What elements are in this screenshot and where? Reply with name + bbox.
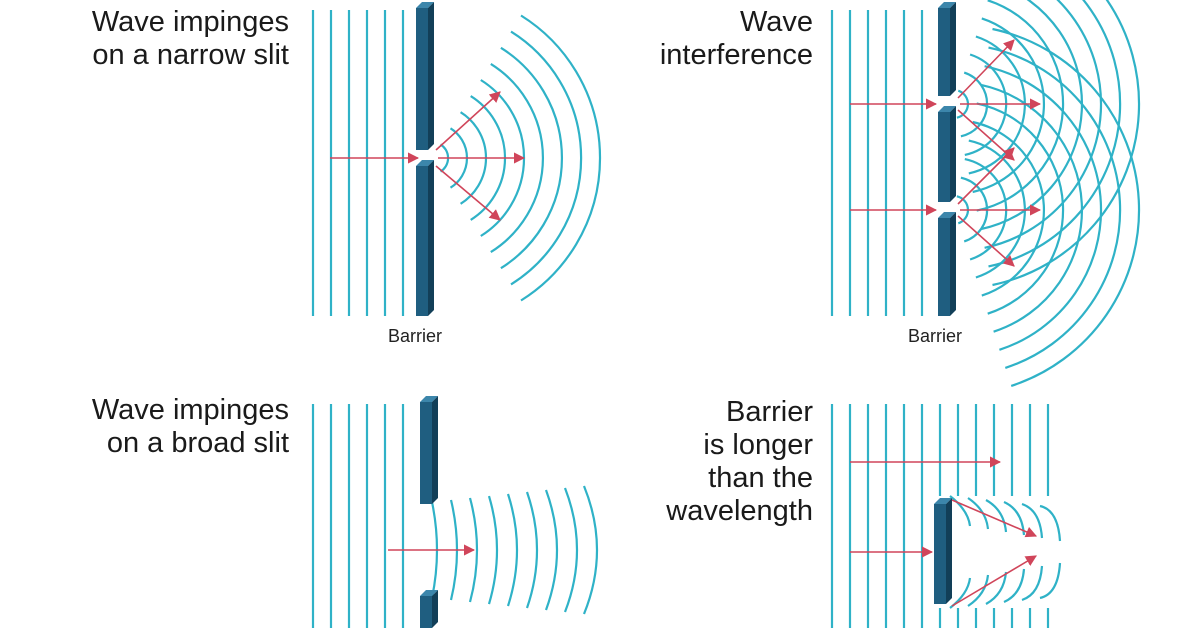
barrier-bottom-side xyxy=(950,212,956,316)
barrier-lower-side xyxy=(428,160,434,316)
barrier-middle-side xyxy=(950,106,956,202)
wavefront-arc xyxy=(985,571,1008,605)
wavefront-arc xyxy=(563,487,579,613)
barrier-lower xyxy=(420,596,432,628)
barrier-lower xyxy=(416,166,428,316)
title-line: Wave xyxy=(739,6,813,38)
wavefront-arc xyxy=(525,491,539,609)
barrier-middle xyxy=(938,112,950,202)
wavefront-arc xyxy=(1039,504,1062,542)
barrier-long-side xyxy=(946,498,952,604)
wavefront-arc xyxy=(964,53,1008,156)
wavefront-arc xyxy=(980,83,1084,333)
diffracted-arrow xyxy=(435,165,501,221)
wavefront-arc xyxy=(992,0,1141,287)
wavefront-arc xyxy=(976,102,1065,315)
title-line: on a broad slit xyxy=(106,427,289,459)
wavefront-arc xyxy=(582,485,599,615)
wavefront-arc xyxy=(949,495,972,527)
barrier-upper xyxy=(416,8,428,150)
title-line: Barrier xyxy=(725,396,813,428)
diffracted-arrow xyxy=(957,39,1015,99)
wave-fronts xyxy=(311,0,1141,628)
wavefront-arc xyxy=(1021,565,1044,602)
wavefront-arc xyxy=(967,574,990,607)
diffracted-arrow xyxy=(951,499,1038,538)
wavefront-arc xyxy=(976,0,1065,212)
wavefront-arc xyxy=(487,495,499,605)
wavefront-arc xyxy=(988,46,1122,369)
wavefront-arc xyxy=(1021,502,1044,539)
barrier-label-narrow-slit: Barrier xyxy=(388,326,443,346)
wavefront-arc xyxy=(988,0,1122,268)
diffracted-arrow xyxy=(951,555,1037,607)
wavefront-arc xyxy=(985,499,1008,533)
wavefront-arc xyxy=(984,0,1103,249)
barrier-upper xyxy=(420,402,432,504)
title-line: is longer xyxy=(703,429,813,461)
panel-title-long-barrier: Barrier is longer than the wavelength xyxy=(666,396,813,528)
barrier-lower-side xyxy=(432,590,438,628)
barrier-top-side xyxy=(950,2,956,96)
diffracted-arrow xyxy=(957,215,1015,267)
title-line: on a narrow slit xyxy=(92,39,289,71)
wavefront-arc xyxy=(964,158,1008,261)
wavefront-arc xyxy=(949,577,972,609)
wavefront-arc xyxy=(468,497,479,603)
wavefront-arc xyxy=(1003,568,1026,604)
barrier-upper-side xyxy=(428,2,434,150)
wavefront-arc xyxy=(506,493,519,607)
wavefront-arc xyxy=(490,62,545,254)
wavefront-arc xyxy=(992,27,1141,387)
title-line: Wave impinges xyxy=(91,394,289,426)
propagation-arrows xyxy=(330,39,1042,607)
wavefront-arc xyxy=(967,497,990,530)
barrier-bottom xyxy=(938,218,950,316)
wavefront-arc xyxy=(1039,562,1062,600)
wavefront-arc xyxy=(984,65,1103,351)
panel-title-interference: Wave interference xyxy=(660,6,813,72)
wavefront-arc xyxy=(520,14,602,302)
title-line: than the xyxy=(708,462,813,494)
barrier-top xyxy=(938,8,950,96)
barrier-label-interference: Barrier xyxy=(908,326,963,346)
barrier-long xyxy=(934,504,946,604)
title-line: interference xyxy=(659,39,813,71)
diffracted-arrow xyxy=(435,91,501,151)
diffracted-arrow xyxy=(957,147,1015,205)
wavefront-arc xyxy=(544,489,559,611)
panel-title-narrow-slit: Wave impinges on a narrow slit xyxy=(92,6,289,72)
barriers xyxy=(416,2,956,628)
wavefront-arc xyxy=(500,46,564,270)
title-line: Wave impinges xyxy=(91,6,289,38)
title-line: wavelength xyxy=(666,495,813,527)
panel-title-broad-slit: Wave impinges on a broad slit xyxy=(92,394,289,460)
barrier-upper-side xyxy=(432,396,438,504)
wavefront-arc xyxy=(510,30,583,286)
